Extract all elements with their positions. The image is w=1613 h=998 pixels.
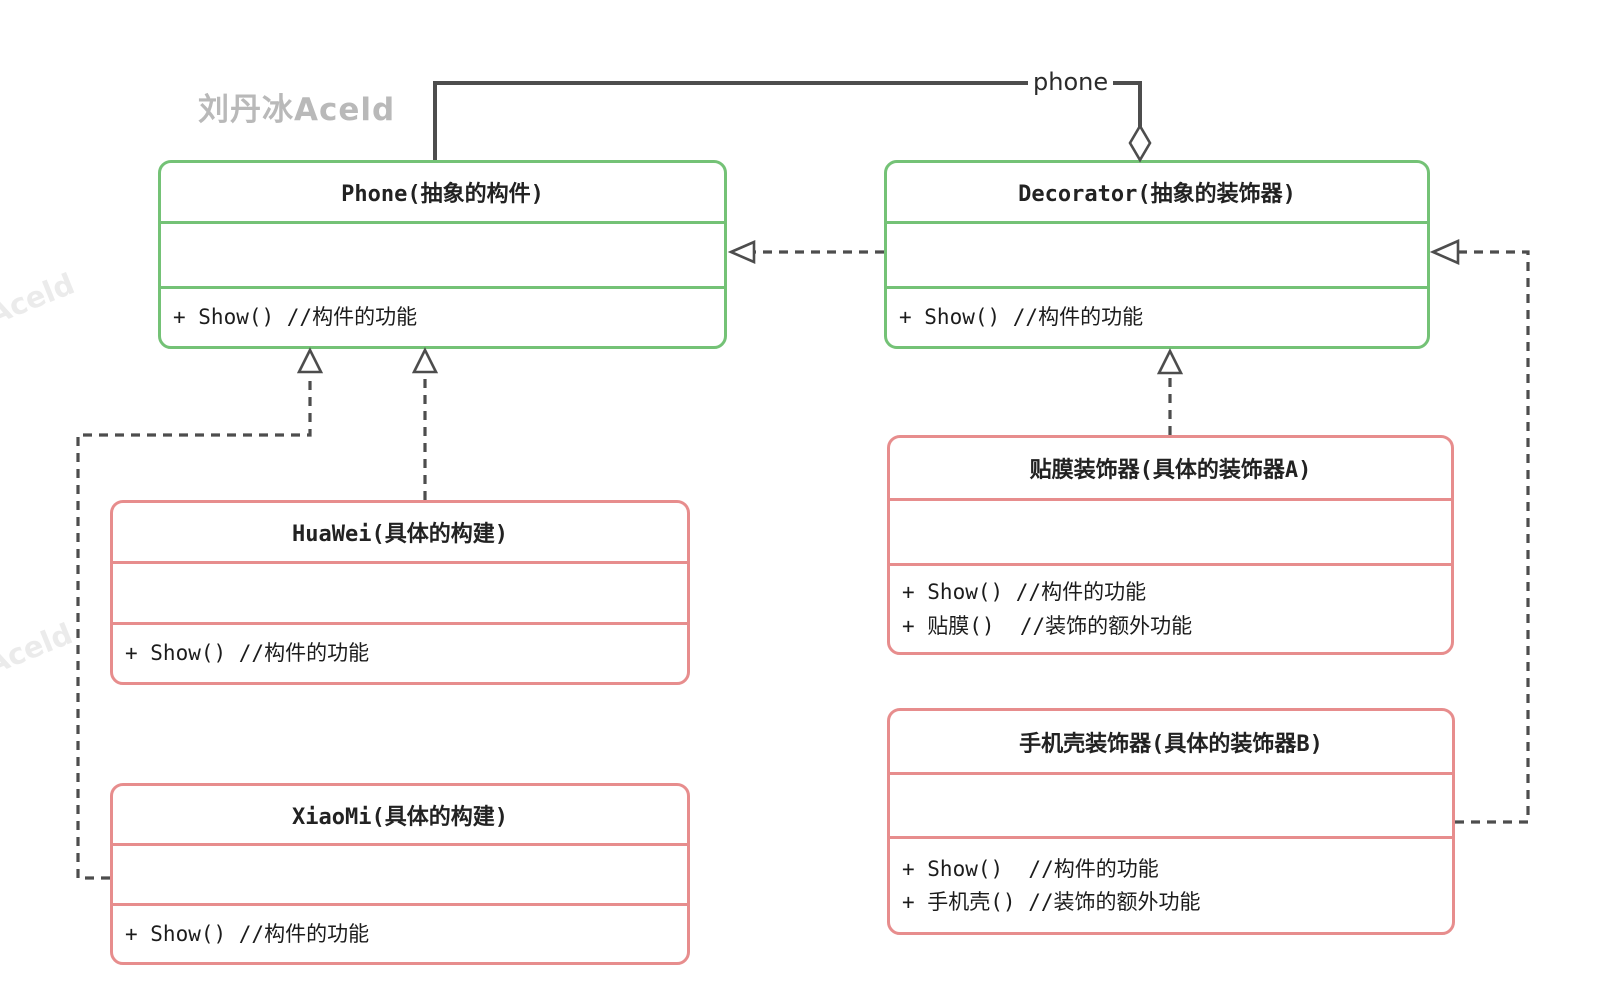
class-attributes-section [890,775,1452,839]
watermark-side-2: Aceld [0,616,78,682]
class-box-phone: Phone(抽象的构件) + Show() //构件的功能 [158,160,727,349]
dependency-arrow-decorator-to-phone [727,240,884,264]
class-title: Decorator(抽象的装饰器) [887,163,1427,224]
method-row: + 手机壳() //装饰的额外功能 [902,890,1201,914]
class-box-decorator: Decorator(抽象的装饰器) + Show() //构件的功能 [884,160,1430,349]
realization-arrow-huawei-to-phone [411,347,439,500]
class-methods-section: + Show() //构件的功能 + 手机壳() //装饰的额外功能 [890,839,1452,932]
method-row: + Show() //构件的功能 [125,921,370,946]
hollow-triangle-icon [411,347,439,374]
class-attributes-section [887,224,1427,289]
class-title: 贴膜装饰器(具体的装饰器A) [890,438,1451,501]
class-box-decorator-a: 贴膜装饰器(具体的装饰器A) + Show() //构件的功能 + 贴膜() /… [887,435,1454,655]
class-methods-section: + Show() //构件的功能 [113,906,687,962]
class-attributes-section [113,846,687,906]
hollow-arrowhead-icon [727,240,756,264]
watermark-author: 刘丹冰Aceld [198,92,396,128]
class-attributes-section [890,501,1451,566]
method-row: + Show() //构件的功能 [902,580,1147,605]
method-row: + 贴膜() //装饰的额外功能 [902,613,1193,638]
aggregation-diamond-icon [1128,123,1152,163]
class-title: XiaoMi(具体的构建) [113,786,687,846]
class-box-xiaomi: XiaoMi(具体的构建) + Show() //构件的功能 [110,783,690,965]
method-row: + Show() //构件的功能 [173,305,418,330]
class-methods-section: + Show() //构件的功能 [887,289,1427,346]
hollow-triangle-icon [1156,348,1184,375]
class-attributes-section [161,224,724,289]
method-row: + Show() //构件的功能 [899,305,1144,330]
hollow-arrowhead-icon [1429,239,1460,265]
class-box-huawei: HuaWei(具体的构建) + Show() //构件的功能 [110,500,690,685]
class-methods-section: + Show() //构件的功能 + 贴膜() //装饰的额外功能 [890,566,1451,652]
class-title: 手机壳装饰器(具体的装饰器B) [890,711,1452,775]
method-row: + Show() //构件的功能 [902,856,1159,881]
realization-arrow-decorator-a-to-decorator [1156,348,1184,435]
class-methods-section: + Show() //构件的功能 [161,289,724,346]
class-attributes-section [113,564,687,625]
class-methods-section: + Show() //构件的功能 [113,625,687,682]
method-row: + Show() //构件的功能 [125,641,370,666]
class-box-decorator-b: 手机壳装饰器(具体的装饰器B) + Show() //构件的功能 + 手机壳()… [887,708,1455,935]
watermark-side-1: Aceld [0,266,80,332]
class-title: Phone(抽象的构件) [161,163,724,224]
class-title: HuaWei(具体的构建) [113,503,687,564]
aggregation-label-phone: phone [1028,70,1114,94]
hollow-triangle-icon [296,347,324,374]
